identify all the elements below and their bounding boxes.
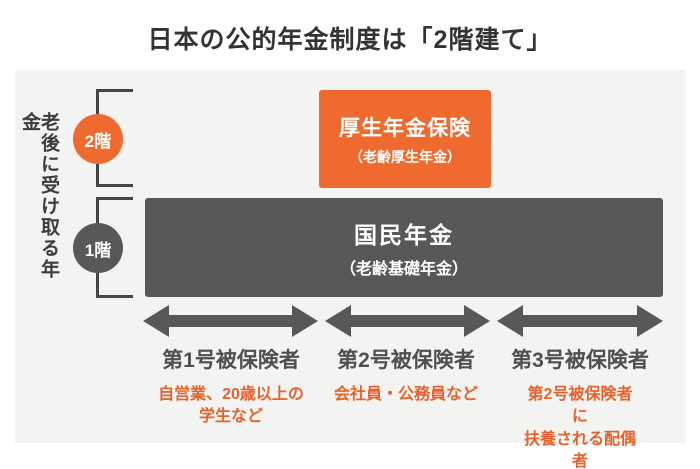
category3-description: 第2号被保険者に 扶養される配偶者: [523, 386, 636, 469]
kosei-nenkin-box: 厚生年金保険 （老齢厚生年金）: [319, 90, 491, 188]
floor2-badge: 2階: [73, 114, 123, 164]
category1-description: 自営業、20歳以上の 学生など: [158, 386, 304, 426]
kosei-nenkin-title: 厚生年金保険: [339, 116, 471, 140]
floor2-badge-label: 2階: [84, 131, 112, 151]
kokumin-nenkin-title: 国民年金: [354, 222, 454, 248]
page-title: 日本の公的年金制度は「2階建て」: [147, 26, 553, 54]
floor1-badge: 1階: [73, 223, 123, 273]
kosei-nenkin-subtitle: （老齢厚生年金）: [349, 148, 461, 165]
kokumin-nenkin-subtitle: （老齢基礎年金）: [339, 261, 468, 278]
kokumin-nenkin-box: 国民年金 （老齢基礎年金）: [145, 198, 663, 297]
category1-label: 第1号被保険者: [162, 349, 300, 372]
category3-label: 第3号被保険者: [511, 349, 649, 372]
category2-description: 会社員・公務員など: [333, 386, 479, 403]
floor1-badge-label: 1階: [84, 240, 112, 260]
side-axis-label: 老後に受け取る年金: [19, 112, 59, 280]
category2-label: 第2号被保険者: [337, 349, 475, 372]
category-range-arrows-icon: [143, 305, 663, 337]
